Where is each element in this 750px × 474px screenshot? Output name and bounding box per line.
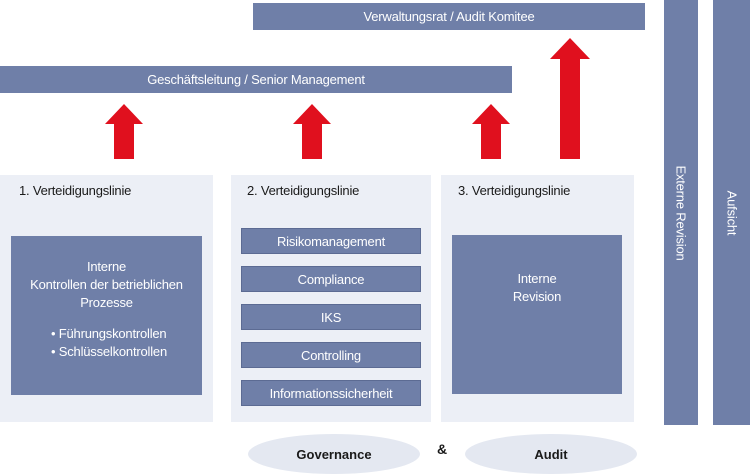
control-bullet: Schlüsselkontrollen	[51, 343, 202, 361]
supervision-label: Aufsicht	[724, 190, 739, 235]
internal-audit-line: Revision	[512, 289, 562, 304]
third-line-panel: 3. Verteidigungslinie Interne Revision	[441, 175, 634, 422]
supervision-bar: Aufsicht	[713, 0, 750, 425]
up-arrow-icon	[550, 38, 590, 159]
up-arrow-icon	[472, 104, 510, 159]
governance-ellipse: Governance	[248, 434, 420, 474]
ampersand: &	[437, 441, 448, 457]
management-bar: Geschäftsleitung / Senior Management	[0, 66, 512, 93]
internal-controls-line: Interne	[86, 259, 127, 274]
first-line-title: 1. Verteidigungslinie	[19, 183, 132, 198]
internal-controls-line: Prozesse	[80, 295, 133, 310]
first-line-panel: 1. Verteidigungslinie Interne Kontrollen…	[0, 175, 213, 422]
internal-audit-line: Interne	[517, 271, 557, 286]
compliance-item: Compliance	[241, 266, 421, 292]
up-arrow-icon	[105, 104, 143, 159]
internal-controls-box: Interne Kontrollen der betrieblichen Pro…	[11, 236, 202, 395]
iks-item: IKS	[241, 304, 421, 330]
internal-controls-line: Kontrollen der betrieblichen	[30, 277, 183, 292]
control-bullet: Führungskontrollen	[51, 325, 202, 343]
second-line-panel: 2. Verteidigungslinie Risikomanagement C…	[231, 175, 431, 422]
third-line-title: 3. Verteidigungslinie	[458, 183, 571, 198]
controlling-item: Controlling	[241, 342, 421, 368]
second-line-title: 2. Verteidigungslinie	[247, 183, 360, 198]
board-bar-label: Verwaltungsrat / Audit Komitee	[363, 9, 535, 24]
board-bar: Verwaltungsrat / Audit Komitee	[253, 3, 645, 30]
management-bar-label: Geschäftsleitung / Senior Management	[147, 72, 365, 87]
internal-audit-box: Interne Revision	[452, 235, 622, 394]
external-audit-label: Externe Revision	[673, 164, 689, 261]
governance-label: Governance	[296, 446, 372, 462]
audit-label: Audit	[534, 446, 568, 462]
audit-ellipse: Audit	[465, 434, 637, 474]
risk-management-item: Risikomanagement	[241, 228, 421, 254]
up-arrow-icon	[293, 104, 331, 159]
external-audit-bar: Externe Revision	[664, 0, 698, 425]
information-security-item: Informationssicherheit	[241, 380, 421, 406]
